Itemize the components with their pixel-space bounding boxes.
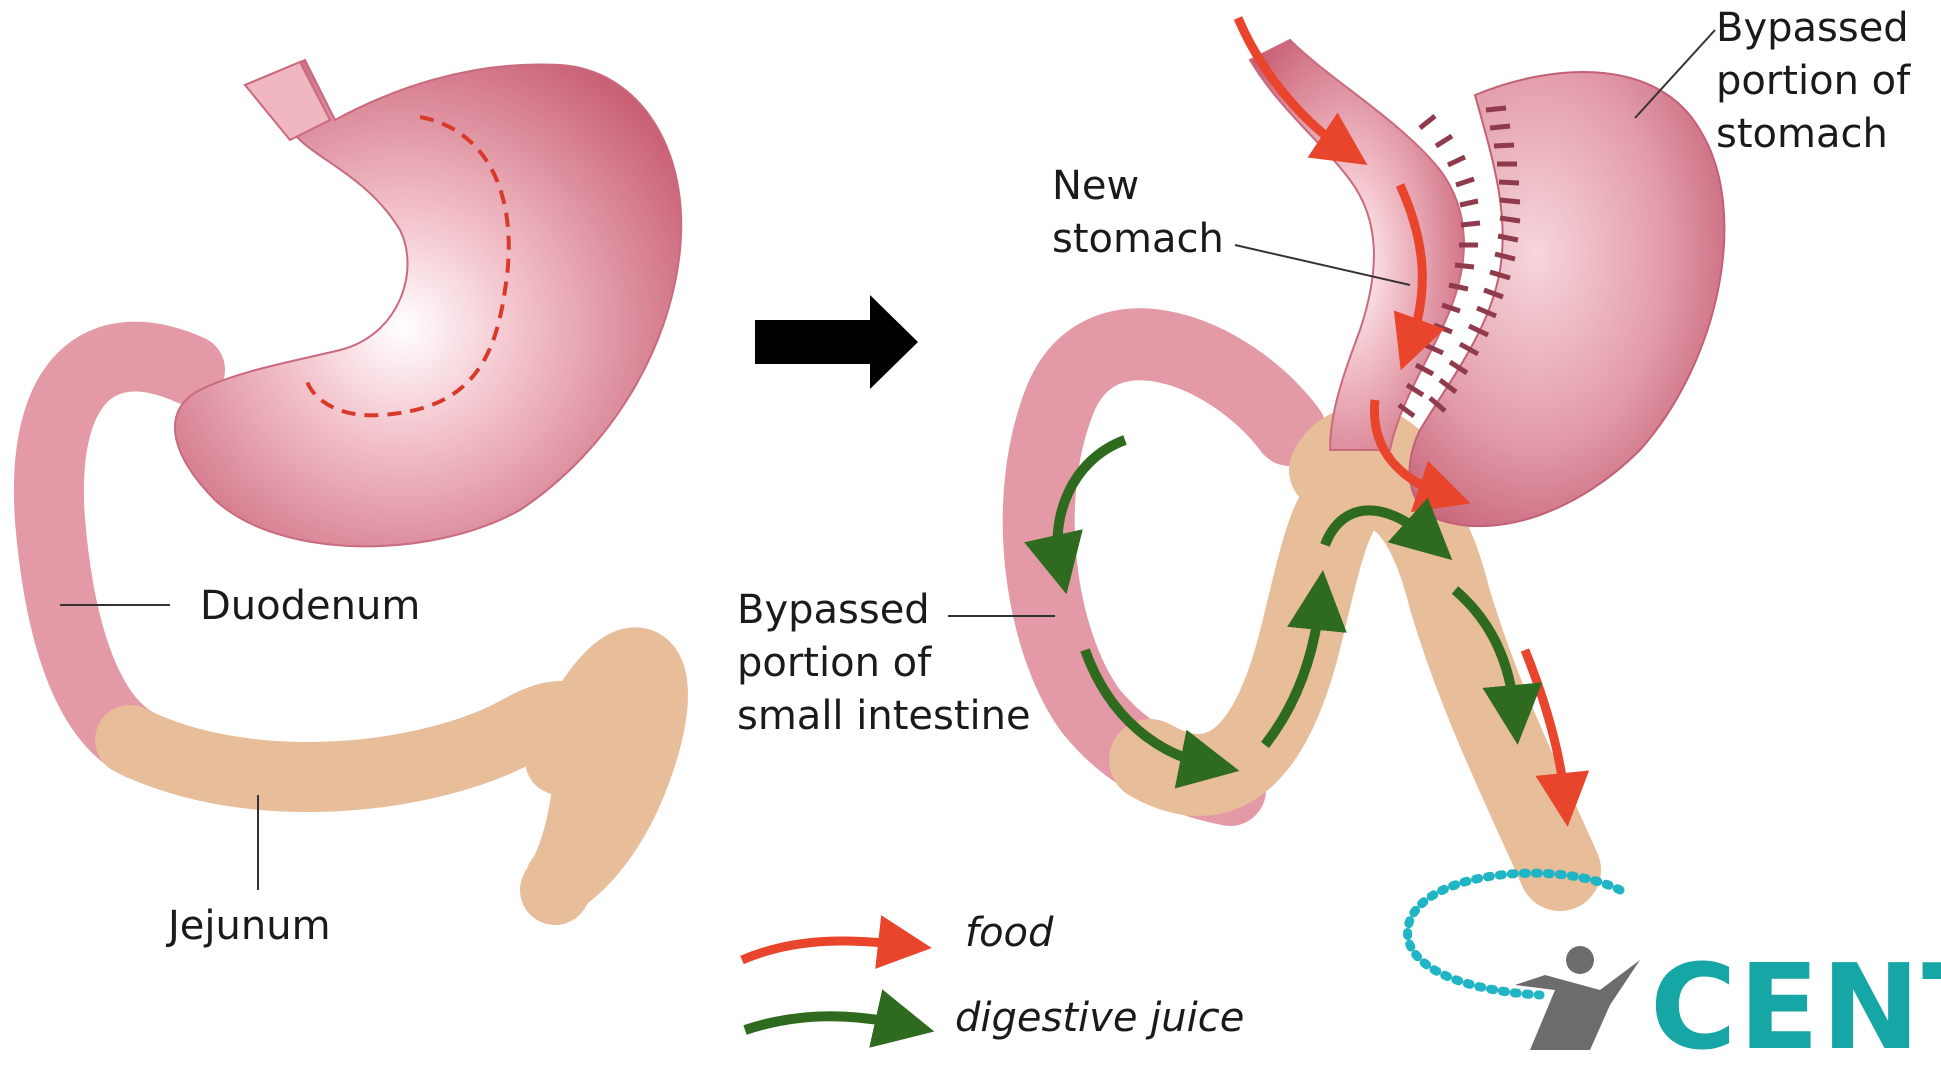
left-jejunum-end [560, 662, 653, 880]
bypass-anatomy [948, 18, 1724, 870]
diagram-canvas [0, 0, 1941, 1050]
normal-anatomy [49, 60, 681, 890]
roux-limb [1150, 488, 1560, 870]
legend-juice-arrow [745, 1016, 905, 1030]
logo-wordmark: CENT [1650, 938, 1941, 1076]
transition-arrow [755, 295, 918, 389]
left-duodenum [49, 357, 190, 745]
legend-food-arrow [742, 941, 905, 960]
logo-figure-head [1566, 946, 1594, 974]
legend [742, 941, 905, 1030]
new-stomach-label: New stomach [1052, 160, 1224, 266]
left-jejunum [130, 716, 589, 890]
logo [1408, 873, 1640, 1050]
legend-food-label: food [965, 910, 1053, 956]
bypass-diagram: Duodenum Jejunum Bypassed portion of sto… [0, 0, 1941, 1050]
bypassed-stomach-label: Bypassed portion of stomach [1716, 2, 1910, 162]
bypassed-intestine-label: Bypassed portion of small intestine [737, 584, 1031, 744]
left-stomach [175, 60, 681, 546]
duodenum-label: Duodenum [200, 580, 420, 633]
bypassed-stomach [1410, 72, 1725, 526]
legend-juice-label: digestive juice [955, 995, 1244, 1041]
jejunum-label: Jejunum [168, 900, 331, 953]
